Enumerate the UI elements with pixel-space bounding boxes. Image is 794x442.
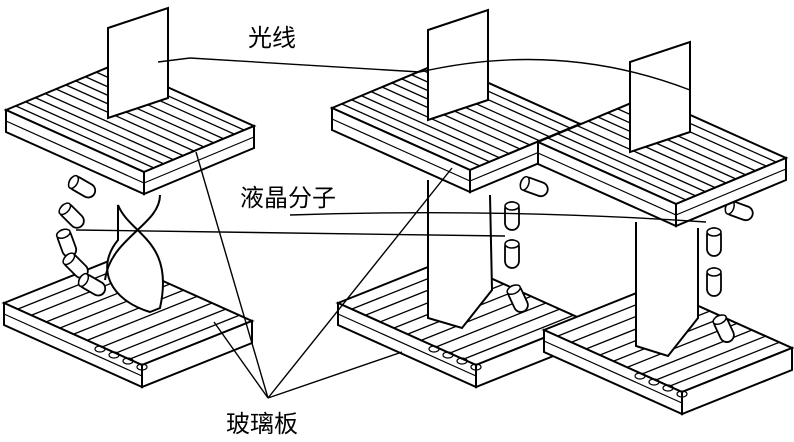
liquid-crystal-molecules-label: 液晶分子 (240, 184, 336, 212)
light-label: 光线 (248, 24, 296, 52)
left-twisted-light (107, 205, 163, 312)
leader-lines (76, 58, 706, 398)
left-assembly (3, 7, 255, 388)
right-light-sheet (629, 41, 691, 153)
middle-lc-molecules (504, 174, 551, 316)
right-assembly (537, 41, 793, 415)
left-light-sheet (107, 7, 169, 119)
right-light-column (636, 222, 698, 356)
middle-light-column (428, 180, 492, 328)
middle-assembly (331, 9, 587, 388)
glass-plate-label: 玻璃板 (226, 410, 298, 438)
